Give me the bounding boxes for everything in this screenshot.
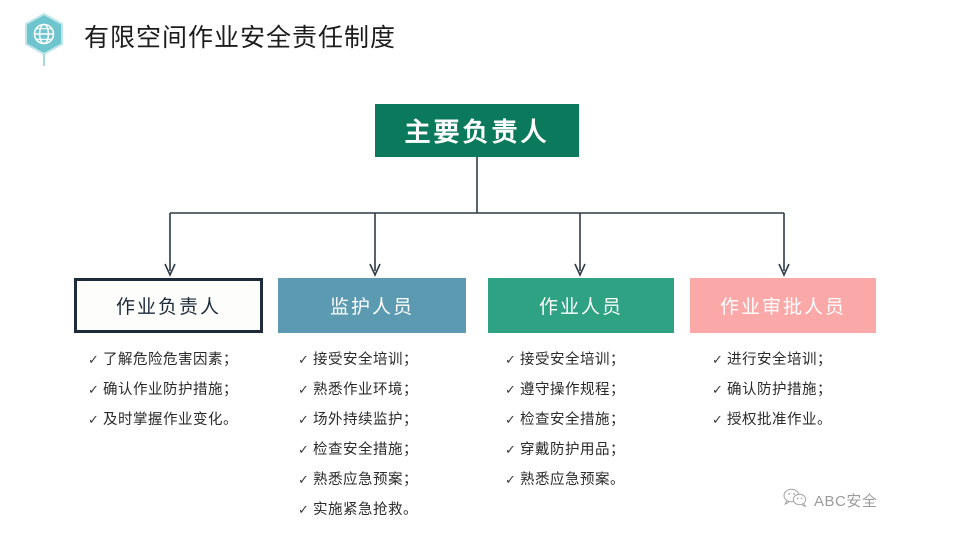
- list-item: ✓ 授权批准作业。: [712, 408, 897, 429]
- list-item-label: 接受安全培训；: [520, 352, 625, 368]
- page-title: 有限空间作业安全责任制度: [84, 24, 397, 52]
- duty-list-work-supervisor: ✓ 了解危险危害因素； ✓ 确认作业防护措施； ✓ 及时掌握作业变化。: [88, 348, 268, 438]
- list-item: ✓ 确认防护措施；: [712, 378, 897, 399]
- watermark: ABC安全: [783, 488, 877, 512]
- list-item: ✓ 检查安全措施；: [505, 408, 685, 429]
- check-icon: ✓: [88, 412, 99, 427]
- check-icon: ✓: [298, 472, 309, 487]
- check-icon: ✓: [88, 352, 99, 367]
- list-item: ✓ 检查安全措施；: [298, 438, 478, 459]
- node-label: 作业负责人: [115, 297, 221, 318]
- check-icon: ✓: [298, 412, 309, 427]
- list-item-label: 熟悉应急预案；: [313, 472, 418, 488]
- list-item: ✓ 进行安全培训；: [712, 348, 897, 369]
- page-header: 有限空间作业安全责任制度: [0, 0, 960, 72]
- list-item-label: 实施紧急抢救。: [313, 502, 418, 518]
- list-item-label: 熟悉应急预案。: [520, 472, 625, 488]
- list-item: ✓ 熟悉应急预案；: [298, 468, 478, 489]
- wechat-icon: [783, 488, 807, 512]
- globe-hexagon-icon: [18, 10, 70, 66]
- check-icon: ✓: [298, 442, 309, 457]
- check-icon: ✓: [88, 382, 99, 397]
- node-label: 作业人员: [538, 297, 623, 318]
- list-item: ✓ 遵守操作规程；: [505, 378, 685, 399]
- root-node-main-responsible-person[interactable]: 主要负责人: [375, 104, 579, 157]
- check-icon: ✓: [505, 382, 516, 397]
- check-icon: ✓: [298, 502, 309, 517]
- list-item: ✓ 熟悉作业环境；: [298, 378, 478, 399]
- list-item-label: 场外持续监护；: [313, 412, 418, 428]
- check-icon: ✓: [712, 352, 723, 367]
- list-item: ✓ 场外持续监护；: [298, 408, 478, 429]
- node-label: 监护人员: [329, 297, 414, 318]
- list-item-label: 熟悉作业环境；: [313, 382, 418, 398]
- duty-list-watch-personnel: ✓ 接受安全培训； ✓ 熟悉作业环境； ✓ 场外持续监护； ✓ 检查安全措施； …: [298, 348, 478, 528]
- duty-list-approval-personnel: ✓ 进行安全培训； ✓ 确认防护措施； ✓ 授权批准作业。: [712, 348, 897, 438]
- list-item: ✓ 及时掌握作业变化。: [88, 408, 268, 429]
- list-item-label: 穿戴防护用品；: [520, 442, 625, 458]
- check-icon: ✓: [712, 382, 723, 397]
- check-icon: ✓: [298, 352, 309, 367]
- node-work-supervisor[interactable]: 作业负责人: [74, 278, 263, 333]
- duty-list-operation-personnel: ✓ 接受安全培训； ✓ 遵守操作规程； ✓ 检查安全措施； ✓ 穿戴防护用品； …: [505, 348, 685, 498]
- check-icon: ✓: [712, 412, 723, 427]
- node-watch-personnel[interactable]: 监护人员: [278, 278, 466, 333]
- list-item-label: 接受安全培训；: [313, 352, 418, 368]
- list-item-label: 检查安全措施；: [520, 412, 625, 428]
- list-item-label: 确认作业防护措施；: [103, 382, 238, 398]
- list-item: ✓ 熟悉应急预案。: [505, 468, 685, 489]
- check-icon: ✓: [298, 382, 309, 397]
- node-operation-personnel[interactable]: 作业人员: [488, 278, 674, 333]
- watermark-label: ABC安全: [814, 492, 878, 510]
- check-icon: ✓: [505, 352, 516, 367]
- list-item-label: 授权批准作业。: [727, 412, 832, 428]
- list-item-label: 了解危险危害因素；: [103, 352, 238, 368]
- node-approval-personnel[interactable]: 作业审批人员: [690, 278, 876, 333]
- list-item: ✓ 实施紧急抢救。: [298, 498, 478, 519]
- root-node-label: 主要负责人: [404, 117, 550, 147]
- list-item: ✓ 接受安全培训；: [505, 348, 685, 369]
- list-item: ✓ 确认作业防护措施；: [88, 378, 268, 399]
- list-item-label: 确认防护措施；: [727, 382, 832, 398]
- list-item: ✓ 接受安全培训；: [298, 348, 478, 369]
- list-item-label: 进行安全培训；: [727, 352, 832, 368]
- list-item: ✓ 穿戴防护用品；: [505, 438, 685, 459]
- list-item-label: 检查安全措施；: [313, 442, 418, 458]
- node-label: 作业审批人员: [719, 297, 846, 318]
- check-icon: ✓: [505, 412, 516, 427]
- list-item-label: 遵守操作规程；: [520, 382, 625, 398]
- check-icon: ✓: [505, 442, 516, 457]
- list-item: ✓ 了解危险危害因素；: [88, 348, 268, 369]
- check-icon: ✓: [505, 472, 516, 487]
- list-item-label: 及时掌握作业变化。: [103, 412, 238, 428]
